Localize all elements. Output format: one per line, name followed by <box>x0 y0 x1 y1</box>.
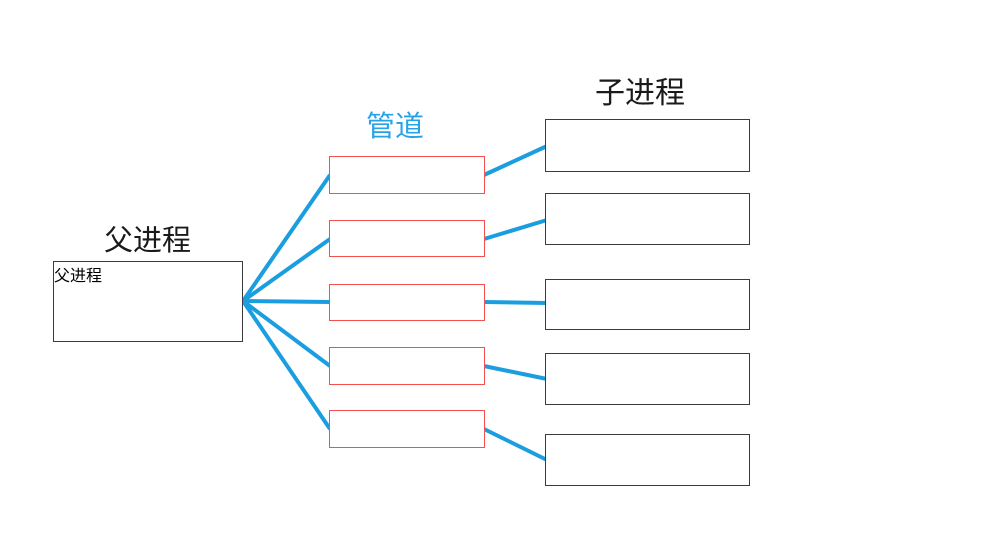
connector-pipe-to-child-4 <box>483 364 548 381</box>
pipe-box-4[interactable] <box>329 347 485 385</box>
child-process-box-4[interactable] <box>545 353 750 405</box>
child-process-box-1[interactable] <box>545 119 750 172</box>
parent-process-box[interactable]: 父进程 <box>53 261 243 342</box>
connector-parent-to-pipe-3 <box>242 299 331 304</box>
pipe-box-2[interactable] <box>329 220 485 257</box>
connector-parent-to-pipe-4 <box>241 299 332 368</box>
connector-pipe-to-child-1 <box>483 144 548 177</box>
child-process-label: 子进程 <box>595 76 685 111</box>
pipe-box-1[interactable] <box>329 156 485 194</box>
connector-parent-to-pipe-2 <box>241 237 332 303</box>
pipe-label: 管道 <box>366 109 425 143</box>
parent-process-label: 父进程 <box>104 223 192 257</box>
connector-pipe-to-child-2 <box>483 218 548 241</box>
child-process-box-3[interactable] <box>545 279 750 330</box>
child-process-box-5[interactable] <box>545 434 750 486</box>
pipe-box-3[interactable] <box>329 284 485 321</box>
pipe-box-5[interactable] <box>329 410 485 448</box>
child-process-box-2[interactable] <box>545 193 750 245</box>
connector-pipe-to-child-5 <box>483 427 548 462</box>
connector-parent-to-pipe-1 <box>241 173 332 303</box>
connector-parent-to-pipe-5 <box>241 299 332 431</box>
connector-pipe-to-child-3 <box>483 300 548 305</box>
